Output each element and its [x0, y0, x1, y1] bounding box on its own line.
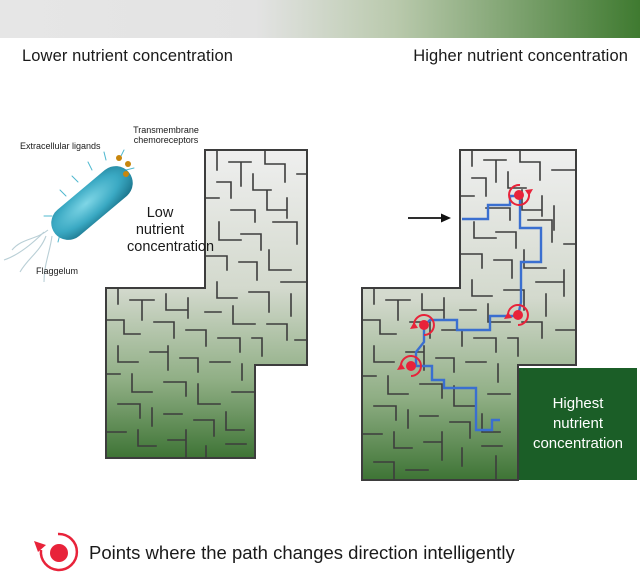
- goal-line3: concentration: [532, 435, 624, 452]
- right-maze-walls: [361, 149, 577, 481]
- chemoreceptors-label-line2: chemoreceptors: [133, 135, 199, 145]
- arrow-right-icon: [408, 213, 451, 223]
- low-label-line2: nutrient: [135, 222, 185, 238]
- heading-higher-concentration: Higher nutrient concentration: [413, 47, 628, 65]
- left-maze: [105, 149, 308, 459]
- right-maze: [361, 149, 577, 481]
- goal-line2: nutrient: [552, 415, 604, 432]
- legend-text: Points where the path changes direction …: [89, 542, 515, 563]
- turn-marker-icon: [410, 314, 435, 336]
- goal-line1: Highest: [552, 395, 604, 412]
- turn-marker-icon: [34, 532, 79, 572]
- ligands-label: Extracellular ligands: [20, 141, 101, 151]
- low-label-line3: concentration: [127, 239, 215, 255]
- low-label-line1: Low: [146, 205, 174, 221]
- turn-marker-icon: [504, 304, 529, 326]
- flagellum-label: Flaggelum: [36, 266, 79, 276]
- left-maze-walls: [105, 149, 308, 459]
- top-gradient-bar: [0, 0, 640, 38]
- highest-concentration-box: Highest nutrient concentration: [519, 368, 637, 480]
- low-concentration-label: Low nutrient concentration: [127, 205, 215, 256]
- heading-lower-concentration: Lower nutrient concentration: [22, 47, 234, 65]
- turn-marker-icon: [397, 355, 422, 377]
- chemoreceptors-label: Transmembrane chemoreceptors: [129, 125, 203, 145]
- chemoreceptors-label-line1: Transmembrane: [133, 125, 199, 135]
- bacterium-icon: [3, 149, 135, 283]
- turn-marker-icon: [508, 183, 533, 206]
